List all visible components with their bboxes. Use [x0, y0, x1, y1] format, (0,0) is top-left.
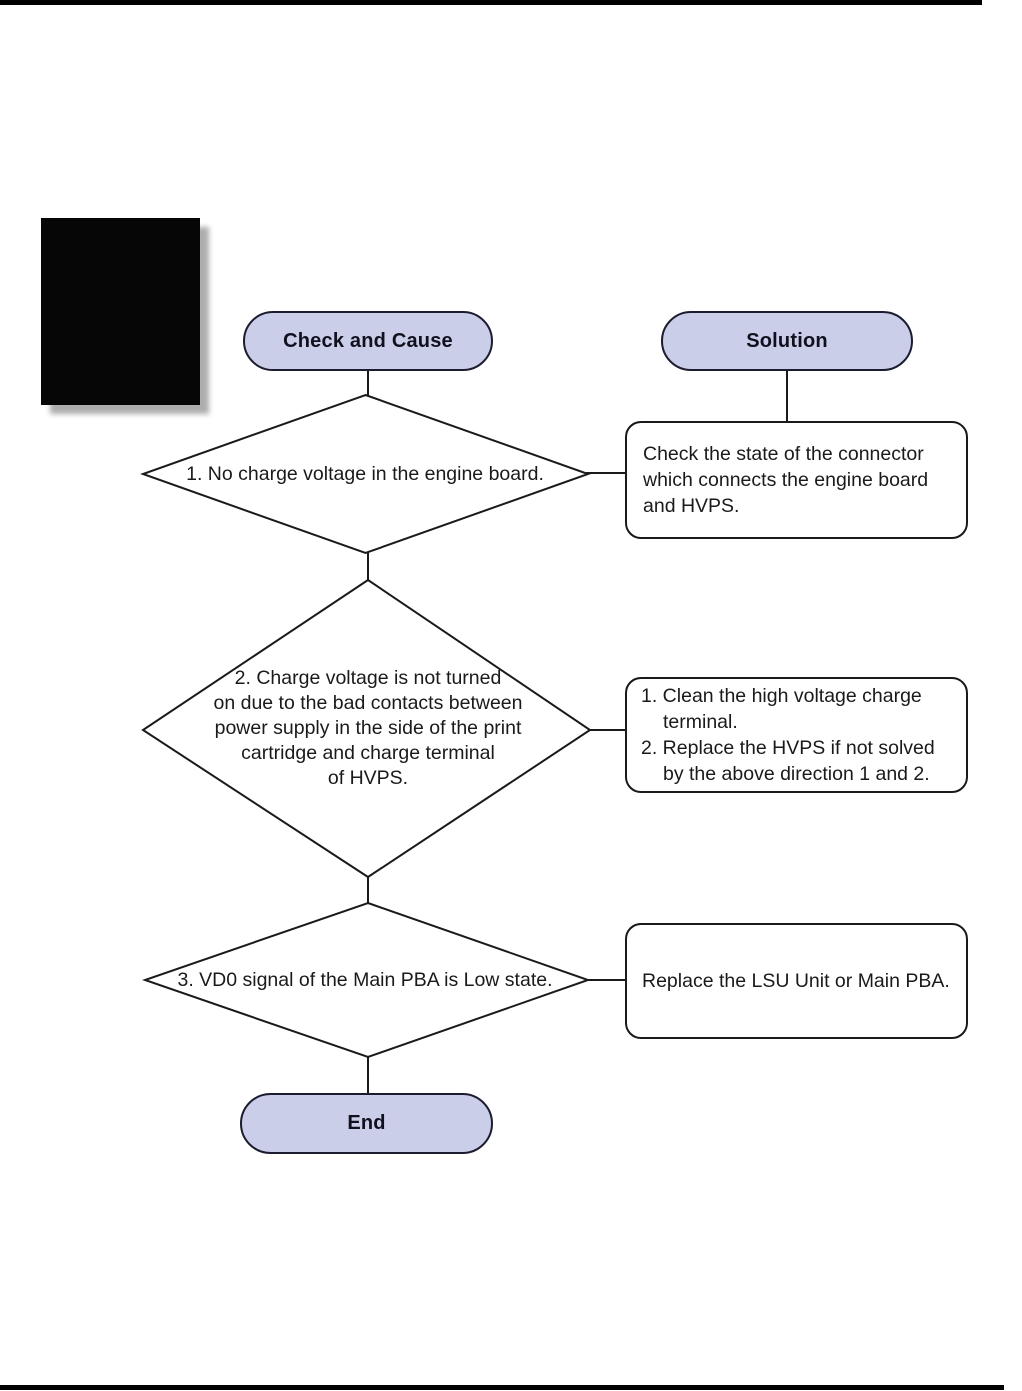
connector-diamond3-to-box3 [586, 979, 627, 981]
pill-solution-label: Solution [746, 329, 828, 352]
solution-line: 1. Clean the high voltage charge [641, 685, 922, 707]
connector-diamond1-to-diamond2 [367, 550, 369, 583]
solution-line: terminal. [663, 711, 738, 733]
check-text: 1. No charge voltage in the engine board… [186, 462, 544, 485]
solution-box-2: 1. Clean the high voltage charge termina… [625, 677, 968, 793]
connector-check-to-diamond1 [367, 369, 369, 397]
solution-line: by the above direction 1 and 2. [663, 763, 930, 785]
check-text: on due to the bad contacts between [213, 692, 523, 714]
solution-box-1: Check the state of the connector which c… [625, 421, 968, 539]
check-text: 2. Charge voltage is not turned [234, 667, 502, 689]
solution-box-3: Replace the LSU Unit or Main PBA. [625, 923, 968, 1039]
diamond-check-1-label: 1. No charge voltage in the engine board… [165, 397, 565, 551]
blacked-out-image [41, 218, 200, 405]
diamond-check-2-label: 2. Charge voltage is not turned on due t… [153, 582, 583, 875]
pill-end: End [240, 1093, 493, 1154]
solution-line: and HVPS. [643, 495, 740, 517]
diamond-check-1 [140, 393, 591, 555]
pill-end-label: End [347, 1112, 386, 1134]
check-text: 3. VD0 signal of the Main PBA is Low sta… [177, 968, 553, 991]
pill-check-and-cause-label: Check and Cause [283, 329, 453, 352]
page-border-bottom [0, 1385, 1004, 1390]
diamond-check-3 [142, 901, 591, 1059]
solution-line: which connects the engine board [643, 469, 929, 491]
connector-solution-to-box1 [786, 369, 788, 423]
pill-solution: Solution [661, 311, 913, 371]
check-text: of HVPS. [327, 767, 409, 789]
check-text: cartridge and charge terminal [241, 742, 495, 764]
connector-diamond2-to-diamond3 [367, 874, 369, 906]
check-text: power supply in the side of the print [214, 717, 522, 739]
diamond-check-2 [141, 578, 592, 879]
pill-check-and-cause: Check and Cause [243, 311, 493, 371]
page-border-top [0, 0, 982, 5]
diamond-check-3-label: 3. VD0 signal of the Main PBA is Low sta… [165, 905, 565, 1055]
solution-line: Check the state of the connector [643, 443, 924, 465]
connector-diamond1-to-box1 [586, 472, 627, 474]
solution-line: 2. Replace the HVPS if not solved [641, 737, 935, 759]
solution-line: Replace the LSU Unit or Main PBA. [642, 970, 950, 992]
connector-diamond3-to-end [367, 1054, 369, 1095]
connector-diamond2-to-box2 [588, 729, 627, 731]
